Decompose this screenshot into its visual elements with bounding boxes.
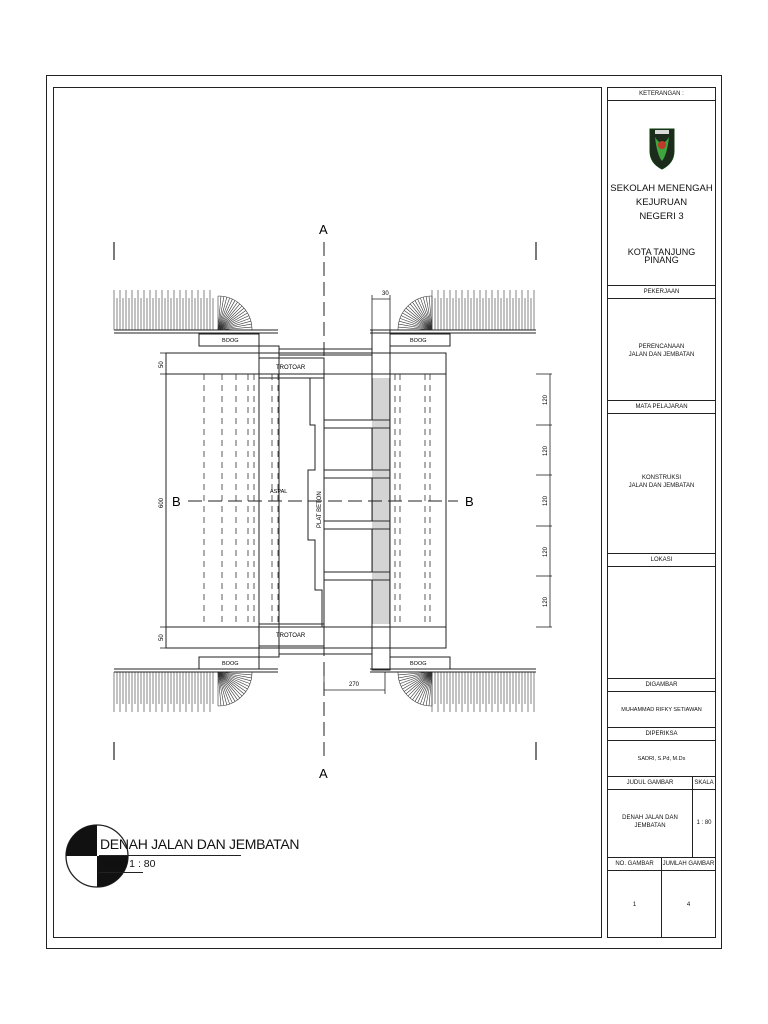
- scale-underline: [99, 872, 143, 873]
- mapel-line-2: JALAN DAN JEMBATAN: [628, 483, 695, 489]
- aspal-label: ASPAL: [270, 489, 287, 495]
- dim-120-5: 120: [543, 596, 549, 607]
- judul-line-2: JEMBATAN: [634, 823, 666, 829]
- digambar-header: DIGAMBAR: [608, 679, 715, 692]
- trotoar-label-bottom: TROTOAR: [276, 633, 306, 639]
- title-block: KETERANGAN : SEKOLAH MENENGAH KEJURUAN N…: [607, 87, 716, 938]
- boog-label-br: BOOG: [410, 661, 427, 667]
- digambar-name: MUHAMMAD RIFKY SETIAWAN: [621, 707, 702, 713]
- nomor-header-row: NO. GAMBAR JUMLAH GAMBAR: [608, 858, 715, 871]
- mapel-section: KONSTRUKSI JALAN DAN JEMBATAN: [608, 414, 715, 554]
- mapel-line-1: KONSTRUKSI: [641, 475, 681, 481]
- judul-header: JUDUL GAMBAR: [608, 777, 693, 789]
- school-line-1: SEKOLAH MENENGAH: [610, 183, 713, 194]
- plan-title: DENAH JALAN DAN JEMBATAN: [100, 836, 300, 852]
- plan-scale: Skala 1 : 80: [100, 858, 156, 870]
- skala-value: 1 : 80: [696, 820, 712, 826]
- judul-header-row: JUDUL GAMBAR SKALA: [608, 777, 715, 790]
- diperiksa-header: DIPERIKSA: [608, 728, 715, 741]
- dim-120-3: 120: [543, 495, 549, 506]
- school-city: KOTA TANJUNG PINANG: [627, 247, 696, 265]
- school-line-3: NEGERI 3: [639, 211, 684, 222]
- section-b-right: B: [465, 494, 474, 509]
- keterangan-header: KETERANGAN :: [608, 88, 715, 101]
- diperiksa-section: SADRI, S.Pd, M.Ds: [608, 741, 715, 777]
- pekerjaan-header: PEKERJAAN: [608, 286, 715, 299]
- pekerjaan-section: PERENCANAAN JALAN DAN JEMBATAN: [608, 299, 715, 401]
- boog-label-tr: BOOG: [410, 338, 427, 344]
- school-logo-icon: [649, 128, 675, 170]
- jumlah-gambar-header: JUMLAH GAMBAR: [662, 861, 715, 867]
- dim-50-bottom: 50: [159, 634, 165, 641]
- section-a-bottom: A: [319, 766, 328, 781]
- lokasi-section: [608, 567, 715, 679]
- dim-270: 270: [349, 682, 360, 688]
- lokasi-header: LOKASI: [608, 554, 715, 567]
- dim-50-top: 50: [159, 361, 165, 368]
- digambar-section: MUHAMMAD RIFKY SETIAWAN: [608, 692, 715, 728]
- no-gambar-value: 1: [632, 902, 637, 908]
- diperiksa-name: SADRI, S.Pd, M.Ds: [637, 756, 686, 762]
- pekerjaan-line-1: PERENCANAAN: [638, 344, 685, 350]
- sheet-border: [46, 75, 722, 949]
- dim-600: 600: [159, 497, 165, 508]
- school-section: SEKOLAH MENENGAH KEJURUAN NEGERI 3 KOTA …: [608, 101, 715, 286]
- no-gambar-header: NO. GAMBAR: [608, 858, 662, 870]
- dim-120-4: 120: [543, 546, 549, 557]
- plan-symbol-icon: [65, 824, 129, 888]
- dim-30: 30: [382, 291, 389, 297]
- trotoar-label-top: TROTOAR: [276, 365, 306, 371]
- section-b-left: B: [172, 494, 181, 509]
- plat-beton-label: PLAT BETON: [317, 491, 323, 528]
- dim-120-2: 120: [543, 445, 549, 456]
- judul-line-1: DENAH JALAN DAN: [622, 815, 678, 821]
- drawing-frame: [53, 87, 602, 938]
- boog-label-bl: BOOG: [222, 661, 239, 667]
- boog-label-tl: BOOG: [222, 338, 239, 344]
- jumlah-gambar-value: 4: [686, 902, 691, 908]
- nomor-section: 1 4: [608, 871, 715, 937]
- section-a-top: A: [319, 222, 328, 237]
- title-underline: [99, 855, 241, 856]
- pekerjaan-line-2: JALAN DAN JEMBATAN: [628, 352, 695, 358]
- judul-section: DENAH JALAN DAN JEMBATAN 1 : 80: [608, 790, 715, 858]
- skala-header: SKALA: [694, 780, 714, 786]
- dim-120-1: 120: [543, 394, 549, 405]
- school-line-2: KEJURUAN: [635, 197, 688, 208]
- mapel-header: MATA PELAJARAN: [608, 401, 715, 414]
